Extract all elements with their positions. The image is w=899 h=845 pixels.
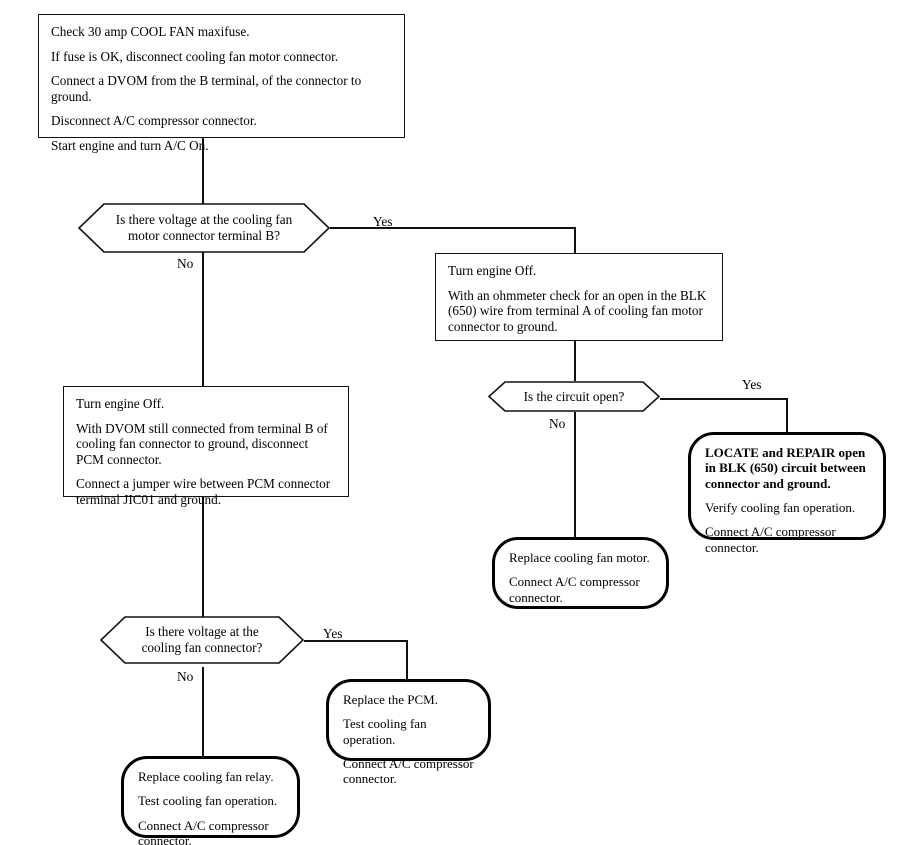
replace-pcm-line-2: Test cooling fan operation. bbox=[343, 716, 427, 747]
decision2-hexagon bbox=[487, 381, 661, 412]
locate-repair-terminal-box: LOCATE and REPAIR open in BLK (650) circ… bbox=[688, 432, 886, 555]
connector-decision1-no bbox=[202, 252, 204, 386]
decision2-yes-label: Yes bbox=[742, 377, 762, 392]
decision3-no-label: No bbox=[177, 669, 194, 684]
replace-pcm-line-3: Connect A/C compressor connector. bbox=[343, 755, 474, 787]
connector-pcmbox-to-decision3 bbox=[202, 497, 204, 619]
decision1-no-label: No bbox=[177, 256, 194, 271]
start-line-4: Disconnect A/C compressor connector. bbox=[51, 113, 257, 129]
start-line-1: Check 30 amp COOL FAN maxifuse. bbox=[51, 24, 250, 39]
connector-decision1-yes-vertical bbox=[574, 227, 576, 253]
decision-motor-connector-voltage[interactable]: Is there voltage at the cooling fan moto… bbox=[77, 203, 331, 253]
pcm-jumper-box: Turn engine Off. With DVOM still connect… bbox=[63, 386, 349, 507]
decision-fan-connector-voltage[interactable]: Is there voltage at the cooling fan conn… bbox=[99, 616, 305, 664]
decision3-hexagon bbox=[99, 616, 305, 664]
decision1-hexagon bbox=[77, 203, 331, 253]
connector-decision3-yes-vertical bbox=[406, 640, 408, 679]
start-instructions-box: Check 30 amp COOL FAN maxifuse. If fuse … bbox=[38, 14, 405, 153]
ohmmeter-line-1: Turn engine Off. bbox=[448, 263, 537, 278]
pcm-jumper-line-3: Connect a jumper wire between PCM connec… bbox=[76, 476, 331, 507]
start-line-3: Connect a DVOM from the B terminal, of t… bbox=[51, 73, 362, 104]
replace-pcm-box: Replace the PCM. Test cooling fan operat… bbox=[326, 679, 491, 786]
pcm-jumper-line-1: Turn engine Off. bbox=[76, 396, 165, 411]
start-line-5: Start engine and turn A/C On. bbox=[51, 137, 209, 153]
ohmmeter-line-2: With an ohmmeter check for an open in th… bbox=[448, 287, 707, 334]
connector-ohmmeter-to-decision2 bbox=[574, 341, 576, 381]
replace-relay-line-3: Connect A/C compressor connector. bbox=[138, 817, 269, 845]
ohmmeter-check-box: Turn engine Off. With an ohmmeter check … bbox=[435, 253, 723, 341]
locate-repair-line-3: Connect A/C compressor connector. bbox=[705, 524, 836, 555]
replace-motor-line-1: Replace cooling fan motor. bbox=[509, 550, 650, 565]
locate-repair-line-2: Verify cooling fan operation. bbox=[705, 499, 856, 515]
connector-decision1-yes-horizontal bbox=[330, 227, 576, 229]
connector-start-to-decision1 bbox=[202, 138, 204, 204]
replace-pcm-line-1: Replace the PCM. bbox=[343, 692, 438, 707]
connector-decision3-no bbox=[202, 667, 204, 756]
locate-repair-line-1: LOCATE and REPAIR open in BLK (650) circ… bbox=[705, 445, 866, 491]
replace-cooling-fan-relay-box: Replace cooling fan relay. Test cooling … bbox=[121, 756, 300, 845]
decision2-no-label: No bbox=[549, 416, 566, 431]
decision-circuit-open[interactable]: Is the circuit open? bbox=[487, 381, 661, 412]
connector-decision2-no bbox=[574, 412, 576, 537]
replace-relay-line-1: Replace cooling fan relay. bbox=[138, 769, 274, 784]
connector-decision2-yes-vertical bbox=[786, 398, 788, 432]
connector-decision3-yes-horizontal bbox=[304, 640, 408, 642]
pcm-jumper-line-2: With DVOM still connected from terminal … bbox=[76, 420, 328, 467]
start-line-2: If fuse is OK, disconnect cooling fan mo… bbox=[51, 48, 339, 64]
decision1-yes-label: Yes bbox=[373, 214, 393, 229]
connector-decision2-yes-horizontal bbox=[660, 398, 788, 400]
replace-motor-line-2: Connect A/C compressor connector. bbox=[509, 574, 640, 605]
replace-cooling-fan-motor-box: Replace cooling fan motor. Connect A/C c… bbox=[492, 537, 669, 609]
decision3-yes-label: Yes bbox=[323, 626, 343, 641]
replace-relay-line-2: Test cooling fan operation. bbox=[138, 793, 278, 809]
